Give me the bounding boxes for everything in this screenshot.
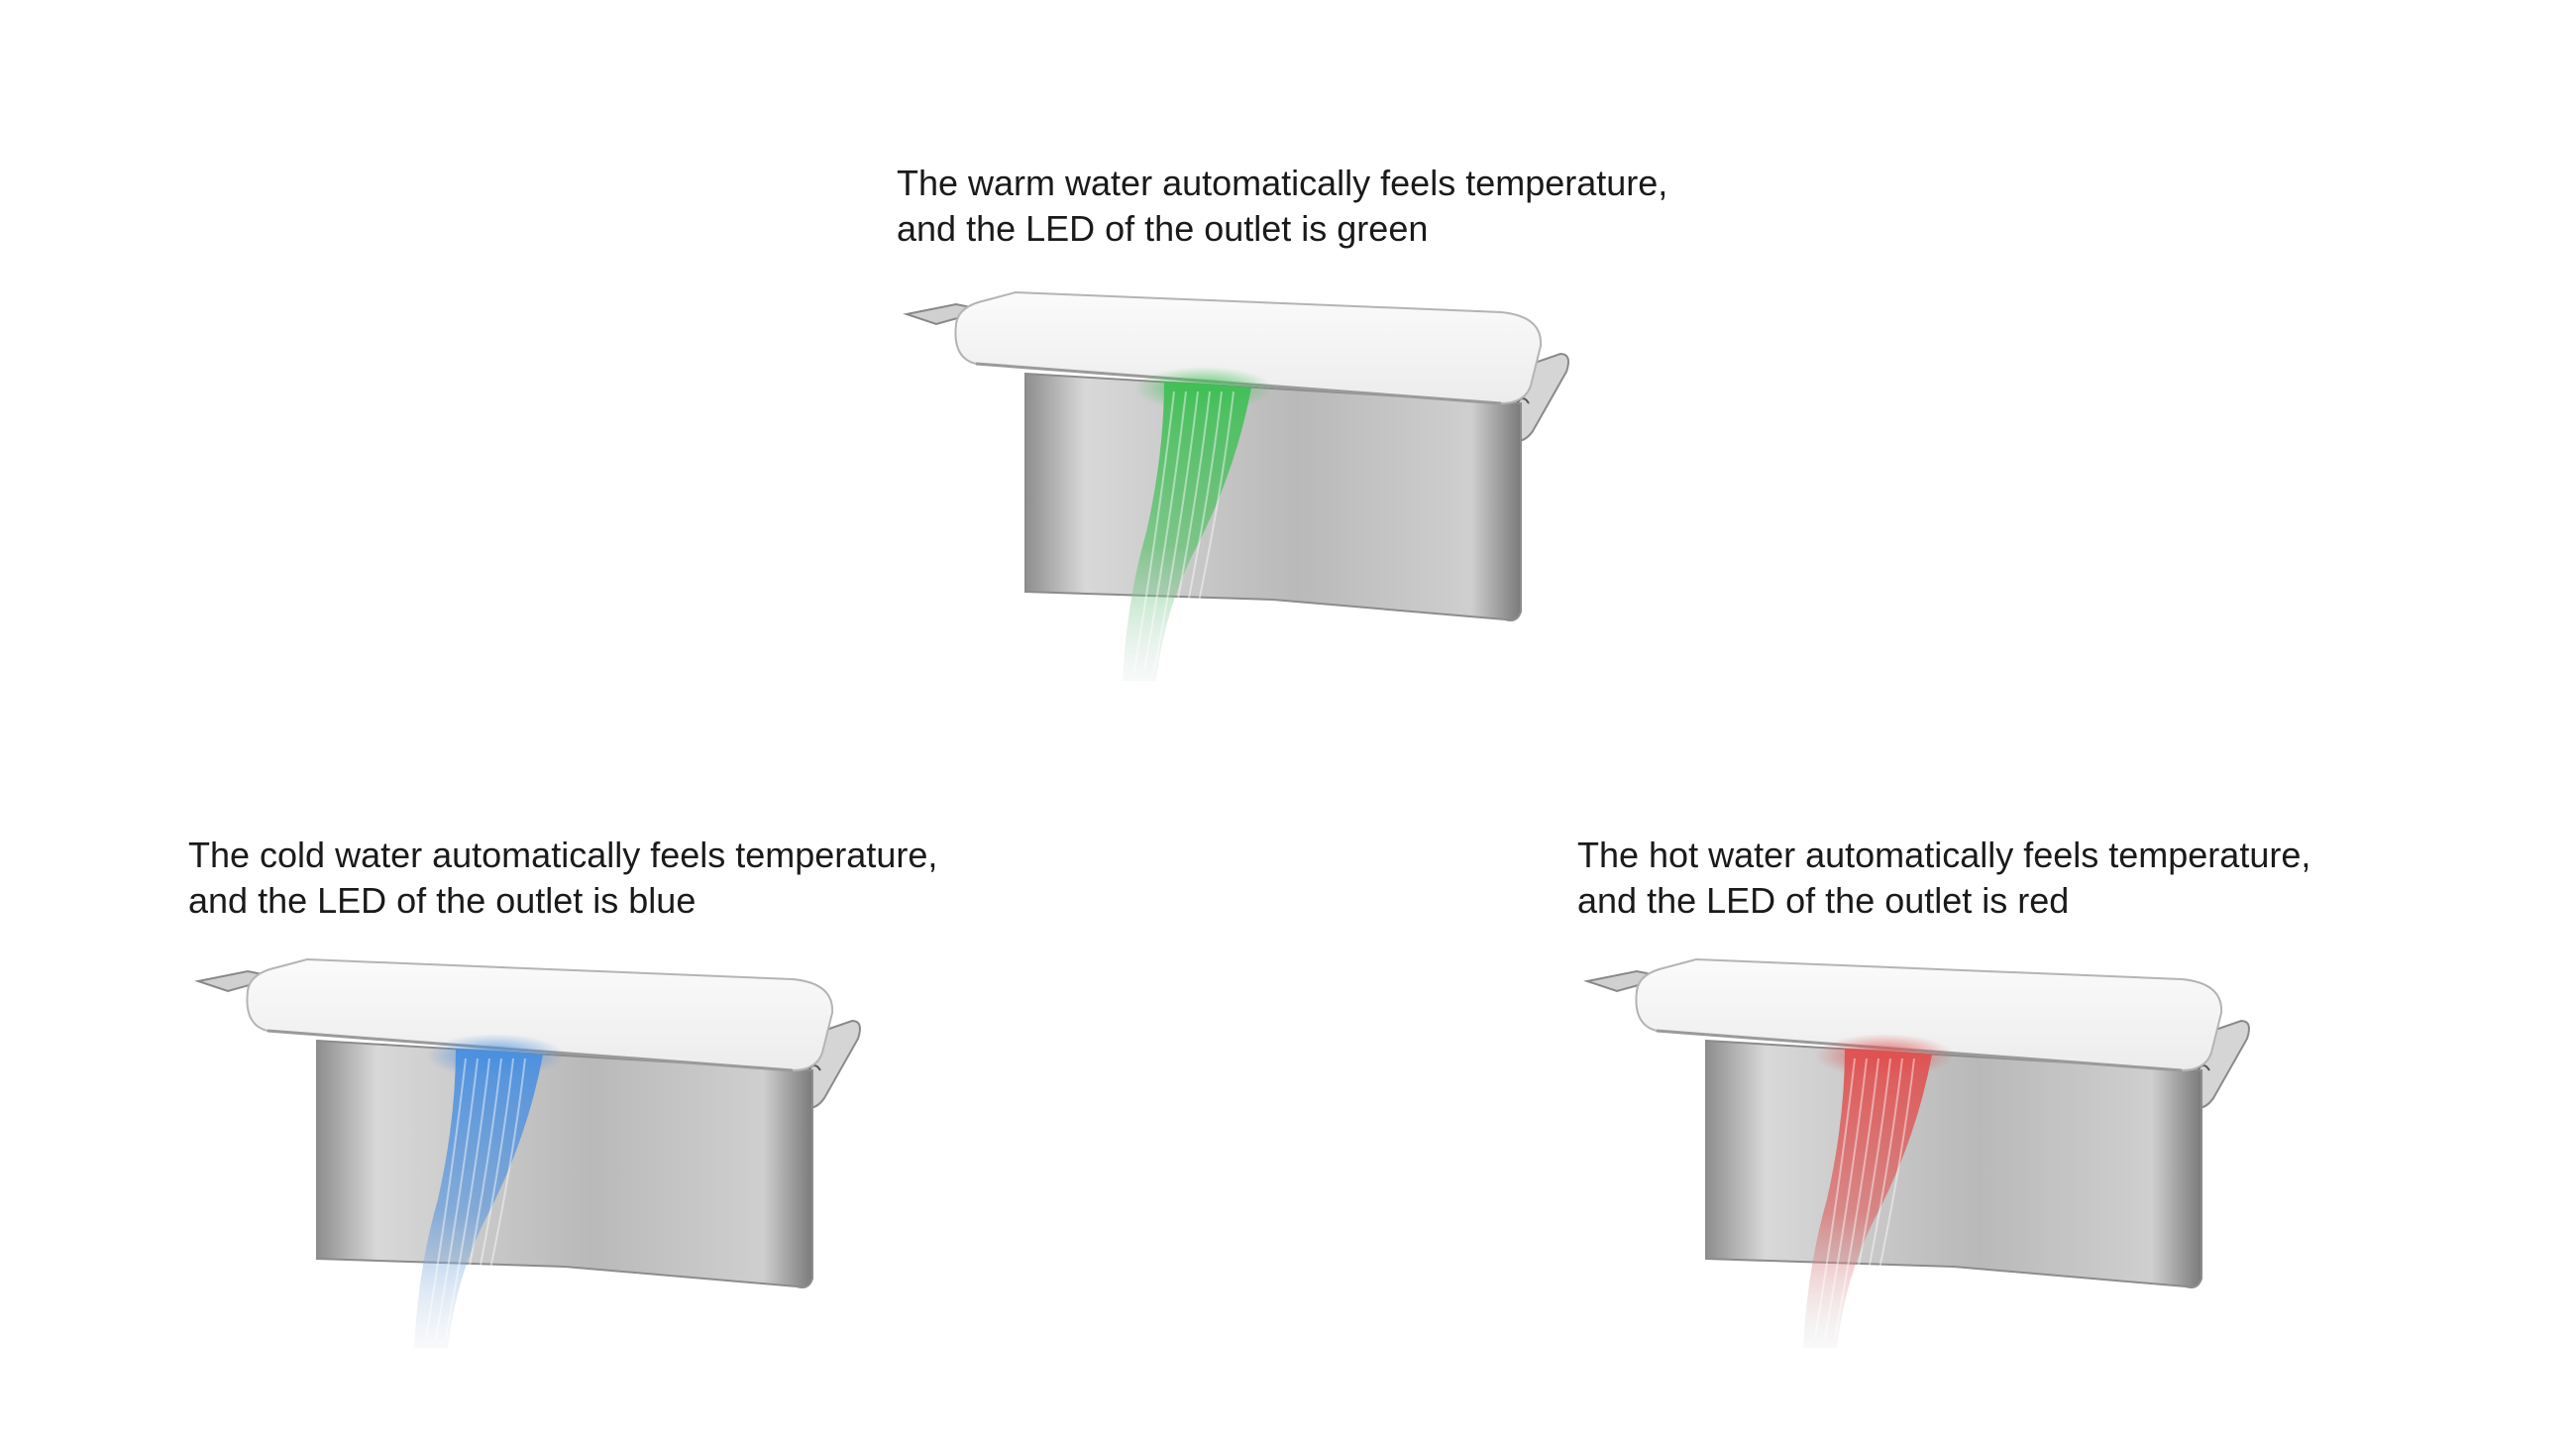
caption-cold-line1: The cold water automatically feels tempe… xyxy=(188,835,938,875)
panel-cold-water: The cold water automatically feels tempe… xyxy=(188,833,1001,1348)
faucet-cold-icon xyxy=(159,922,912,1358)
caption-warm: The warm water automatically feels tempe… xyxy=(897,161,1667,252)
caption-warm-line1: The warm water automatically feels tempe… xyxy=(897,163,1668,203)
panel-hot-water: The hot water automatically feels temper… xyxy=(1577,833,2390,1348)
caption-warm-line2: and the LED of the outlet is green xyxy=(897,208,1429,249)
caption-hot-line2: and the LED of the outlet is red xyxy=(1577,880,2070,921)
faucet-hot-icon xyxy=(1548,922,2301,1358)
caption-cold-line2: and the LED of the outlet is blue xyxy=(188,880,697,921)
caption-cold: The cold water automatically feels tempe… xyxy=(188,833,937,924)
panel-warm-water: The warm water automatically feels tempe… xyxy=(897,161,1709,716)
caption-hot-line1: The hot water automatically feels temper… xyxy=(1577,835,2311,875)
faucet-warm-icon xyxy=(867,255,1620,691)
caption-hot: The hot water automatically feels temper… xyxy=(1577,833,2310,924)
